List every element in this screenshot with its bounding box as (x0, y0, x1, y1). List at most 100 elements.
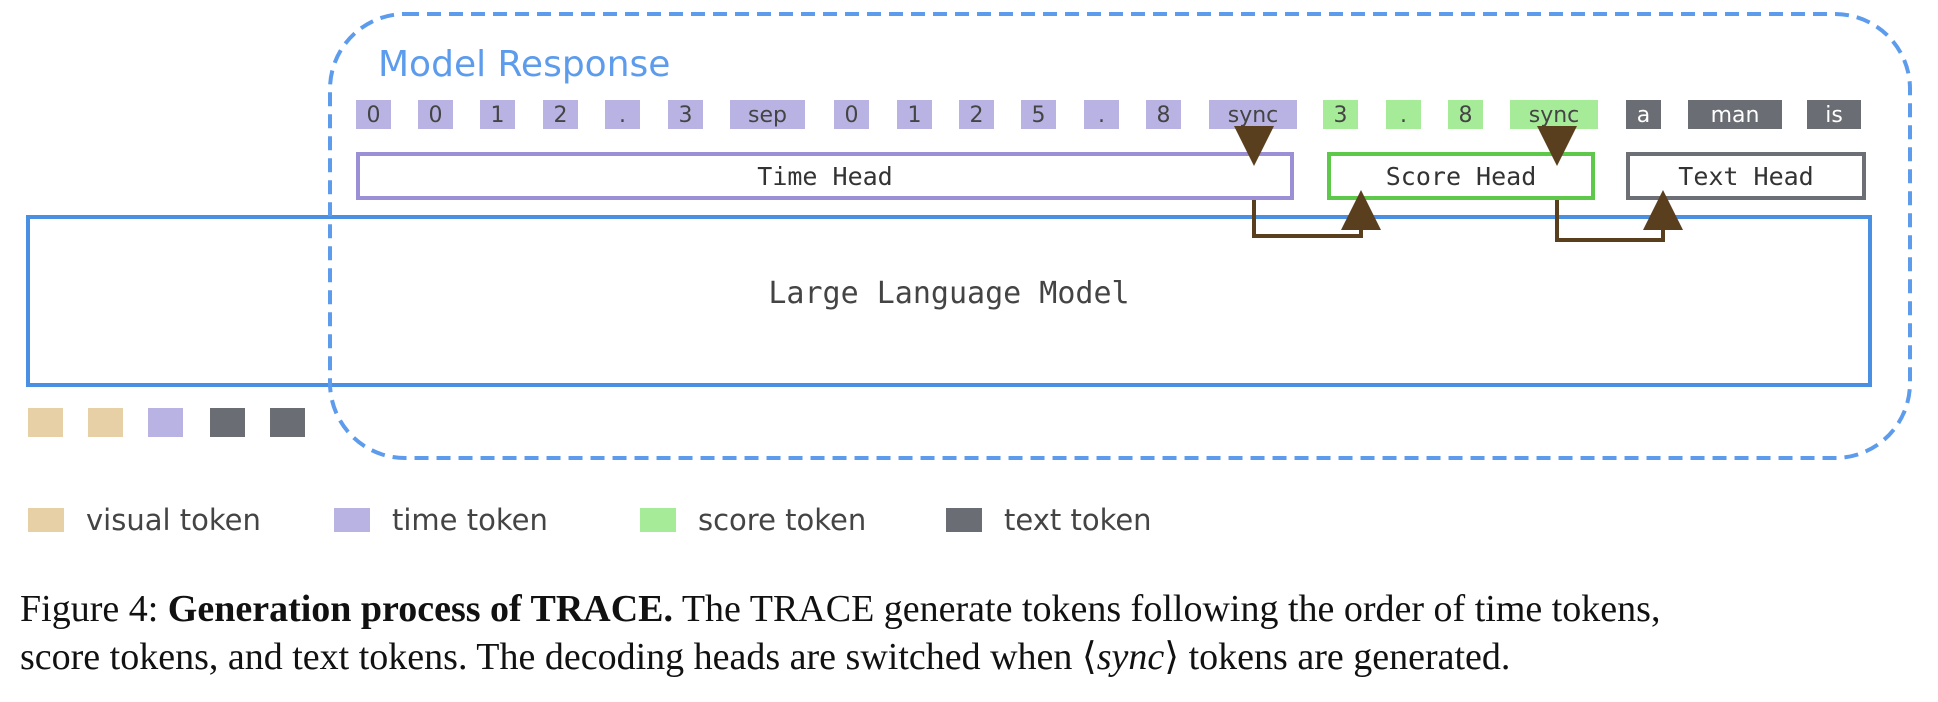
input-token-text (210, 408, 245, 437)
token-chip (959, 100, 994, 129)
sync-word: sync (1096, 636, 1165, 678)
response-token-text: a (1626, 100, 1661, 129)
legend-item-score: score token (640, 503, 866, 537)
legend-item-text: text token (946, 503, 1152, 537)
token-label: man (1711, 103, 1760, 128)
legend: visual token time token score token text to… (28, 503, 1152, 537)
response-token-time: 5 (1021, 100, 1056, 129)
score-head-label: Score Head (1386, 162, 1537, 191)
token-chip (834, 100, 869, 129)
token-chip (418, 100, 453, 129)
token-chip (1807, 100, 1861, 129)
caption-line1-rest: The TRACE generate tokens following the … (673, 588, 1661, 630)
token-chip (897, 100, 932, 129)
token-chip (356, 100, 391, 129)
legend-swatch (946, 508, 982, 532)
switch-to-text-head-arrow (1555, 190, 1683, 242)
response-token-time: 0 (834, 100, 869, 129)
response-token-time: 2 (543, 100, 578, 129)
caption-line-1: Figure 4: Generation process of TRACE. T… (20, 585, 1920, 633)
token-label: 0 (429, 103, 443, 128)
response-token-time: 0 (418, 100, 453, 129)
token-label: 0 (367, 103, 381, 128)
switch-to-score-head-arrow (1252, 190, 1381, 238)
time-head-label: Time Head (757, 162, 892, 191)
token-label: sync (1529, 103, 1580, 128)
token-label: . (1400, 103, 1407, 128)
token-label: 1 (491, 103, 505, 128)
text-head (1626, 152, 1866, 200)
token-label: 2 (554, 103, 568, 128)
model-response-region (328, 12, 1912, 460)
token-chip (1209, 100, 1297, 129)
token-label: 2 (970, 103, 984, 128)
trace-generation-diagram: Large Language Model Model Response 0 0 1 2… (26, 12, 1912, 537)
legend-label: text token (1004, 503, 1152, 537)
token-chip (1448, 100, 1483, 129)
response-token-time: . (605, 100, 640, 129)
token-label: 5 (1032, 103, 1046, 128)
sync-open-bracket: ⟨ (1081, 636, 1097, 678)
token-chip (1323, 100, 1358, 129)
input-token-visual (88, 408, 123, 437)
token-chip (1021, 100, 1056, 129)
token-chip (1386, 100, 1421, 129)
token-label: 0 (845, 103, 859, 128)
input-token-text (270, 408, 305, 437)
token-chip (730, 100, 805, 129)
legend-label: time token (392, 503, 548, 537)
model-response-label: Model Response (378, 44, 670, 85)
token-chip (605, 100, 640, 129)
legend-label: visual token (86, 503, 261, 537)
legend-swatch (640, 508, 676, 532)
response-token-score: 3 (1323, 100, 1358, 129)
token-chip (1688, 100, 1782, 129)
token-label: 1 (908, 103, 922, 128)
token-label: sync (1228, 103, 1279, 128)
response-token-score: 8 (1448, 100, 1483, 129)
response-token-text: man (1688, 100, 1782, 129)
response-token-row: 0 0 1 2. 3 sep 0 1 2 5. 8 sync 3. 8 sync a man is (356, 100, 1861, 129)
token-label: sep (748, 103, 787, 128)
diagram-canvas: Large Language Model Model Response 0 0 1 2… (26, 12, 1912, 537)
caption-line2-a: score tokens, and text tokens. The decod… (20, 636, 1082, 678)
token-label: 8 (1459, 103, 1473, 128)
token-label: 3 (679, 103, 693, 128)
score-head (1327, 152, 1595, 200)
legend-label: score token (698, 503, 866, 537)
input-token-visual (28, 408, 63, 437)
caption-line2-b: tokens are generated. (1179, 636, 1511, 678)
response-token-score: sync (1510, 100, 1598, 129)
caption-prefix: Figure 4: (20, 588, 168, 630)
response-token-text: is (1807, 100, 1861, 129)
token-chip (1084, 100, 1119, 129)
response-token-time: sync (1209, 100, 1297, 129)
input-token-time (148, 408, 183, 437)
caption-title: Generation process of TRACE. (167, 588, 674, 630)
token-chip (480, 100, 515, 129)
token-chip (1510, 100, 1598, 129)
figure-caption: Figure 4: Generation process of TRACE. T… (20, 585, 1920, 681)
token-label: . (619, 103, 626, 128)
response-token-time: 2 (959, 100, 994, 129)
response-token-time: 1 (897, 100, 932, 129)
response-token-time: 3 (668, 100, 703, 129)
token-chip (1626, 100, 1661, 129)
caption-line-2: score tokens, and text tokens. The decod… (20, 633, 1920, 681)
token-label: . (1098, 103, 1105, 128)
response-token-time: sep (730, 100, 805, 129)
token-chip (1146, 100, 1181, 129)
legend-item-visual: visual token (28, 503, 261, 537)
sync-close-bracket: ⟩ (1164, 636, 1180, 678)
response-token-time: 1 (480, 100, 515, 129)
legend-swatch (334, 508, 370, 532)
token-label: 3 (1334, 103, 1348, 128)
time-head (356, 152, 1294, 200)
llm-label: Large Language Model (768, 276, 1129, 311)
text-head-label: Text Head (1678, 162, 1813, 191)
token-chip (543, 100, 578, 129)
response-token-time: 8 (1146, 100, 1181, 129)
legend-item-time: time token (334, 503, 548, 537)
response-token-time: . (1084, 100, 1119, 129)
input-token-row (28, 408, 305, 437)
